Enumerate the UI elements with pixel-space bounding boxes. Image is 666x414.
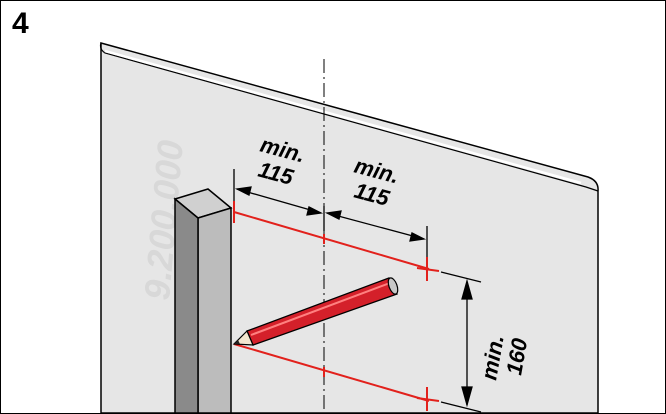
pencil-icon xyxy=(232,277,399,346)
vertical-bar xyxy=(173,188,233,413)
horizontal-dimensions xyxy=(233,169,428,257)
step-number: 4 xyxy=(12,7,29,40)
vertical-dimension xyxy=(440,271,482,413)
marking-lines xyxy=(233,201,440,411)
